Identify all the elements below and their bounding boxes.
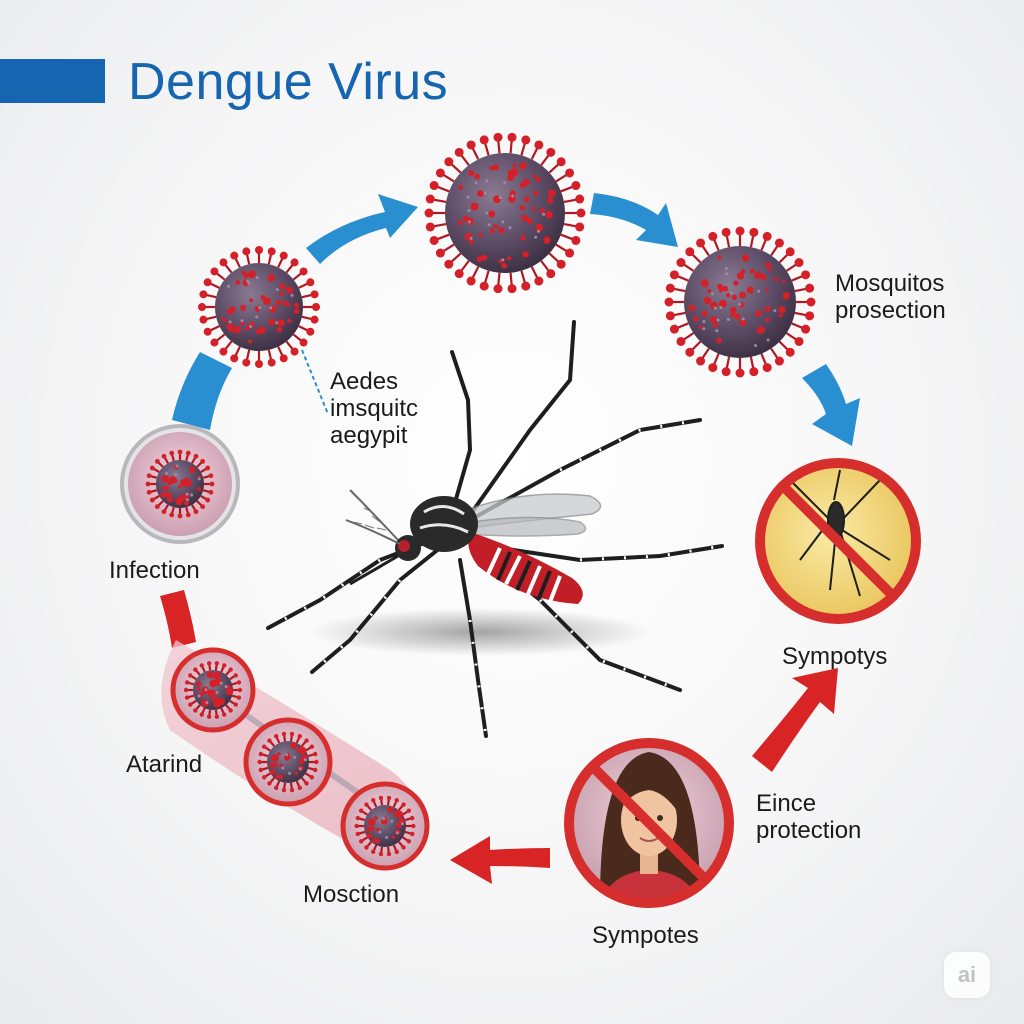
red-arrow-right bbox=[752, 668, 838, 772]
label-pointer bbox=[301, 349, 329, 415]
blue-arrow-right bbox=[802, 364, 860, 446]
label-eince-protection: Eince protection bbox=[756, 790, 861, 844]
red-arrow-left bbox=[160, 590, 196, 648]
label-atarind: Atarind bbox=[126, 751, 203, 778]
blue-arrow-left-upper bbox=[172, 352, 232, 430]
page-title: Dengue Virus bbox=[128, 53, 449, 111]
title-accent-bar bbox=[0, 59, 105, 103]
label-mosquito-species: Aedes imsquitc aegypit bbox=[330, 368, 418, 449]
prohibited-person-icon bbox=[564, 738, 734, 908]
ai-watermark: ai bbox=[944, 952, 990, 998]
mosquito-illustration bbox=[266, 320, 724, 738]
blue-arrow-top-left bbox=[306, 194, 418, 264]
blood-cell-icon bbox=[340, 781, 430, 871]
label-line: Aedes bbox=[330, 368, 399, 395]
blood-cell-icon bbox=[170, 647, 256, 733]
label-line: aegypit bbox=[330, 422, 408, 449]
blue-arrow-top-right bbox=[590, 193, 678, 247]
label-line: imsquitc bbox=[330, 395, 419, 422]
label-infection: Infection bbox=[109, 557, 200, 584]
label-sympotys: Sympotys bbox=[782, 643, 888, 670]
virus-particle-icon bbox=[424, 132, 586, 294]
infection-cell-icon bbox=[120, 424, 240, 544]
label-line: Eince bbox=[756, 790, 817, 817]
label-line: protection bbox=[756, 817, 862, 844]
label-sympotes: Sympotes bbox=[592, 922, 699, 949]
label-line: Mosquitos bbox=[835, 270, 945, 297]
label-mosction: Mosction bbox=[303, 881, 400, 908]
red-arrow-bottom bbox=[450, 836, 550, 884]
label-mosquitos-prosection: Mosquitos prosection bbox=[835, 270, 946, 324]
virus-particle-icon bbox=[198, 246, 320, 368]
prohibited-mosquito-icon bbox=[755, 458, 921, 624]
blood-cell-icon bbox=[243, 717, 333, 807]
label-line: prosection bbox=[835, 297, 946, 324]
virus-particle-icon bbox=[664, 226, 816, 378]
